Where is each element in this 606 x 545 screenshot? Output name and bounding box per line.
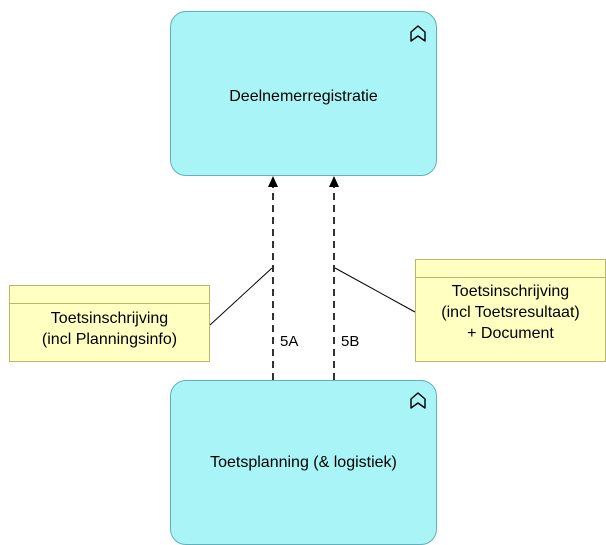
function-deelnemerregistratie[interactable]: Deelnemerregistratie (170, 11, 437, 176)
flow-5b-arrowhead (329, 176, 339, 187)
object-label-line: (incl Planningsinfo) (41, 331, 178, 348)
data-object-toetsinschrijving-toetsresultaat[interactable]: Toetsinschrijving (incl Toetsresultaat) … (415, 259, 606, 362)
object-label-line: Toetsinschrijving (451, 283, 570, 300)
object-header-bar (416, 260, 605, 278)
function-toetsplanning[interactable]: Toetsplanning (& logistiek) (170, 380, 437, 545)
object-header-bar (10, 286, 209, 304)
object-label-line: (incl Toetsresultaat) (441, 304, 580, 321)
node-label: Toetsplanning (& logistiek) (210, 454, 397, 471)
flow-5a-arrowhead (268, 176, 278, 187)
object-label-line: + Document (467, 325, 554, 342)
object-label-line: Toetsinschrijving (50, 310, 169, 327)
object-label: Toetsinschrijving (incl Toetsresultaat) … (416, 281, 605, 344)
object-label: Toetsinschrijving (incl Planningsinfo) (10, 308, 209, 350)
association-right-line[interactable] (334, 267, 416, 313)
node-label: Deelnemerregistratie (229, 88, 378, 105)
flow-5b-label: 5B (341, 333, 360, 350)
association-left-line[interactable] (209, 267, 273, 326)
archimate-function-icon (410, 25, 426, 42)
flow-5a-label: 5A (280, 333, 299, 350)
data-object-toetsinschrijving-planningsinfo[interactable]: Toetsinschrijving (incl Planningsinfo) (9, 285, 210, 362)
archimate-function-icon (410, 392, 426, 409)
